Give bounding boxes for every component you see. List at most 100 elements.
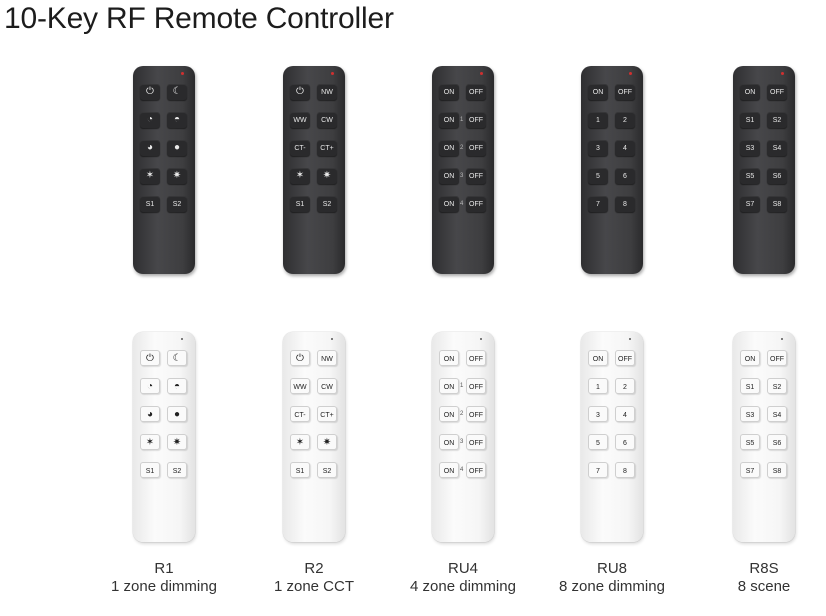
- s2-button[interactable]: S2: [167, 462, 187, 478]
- 1-button[interactable]: 1: [588, 378, 608, 394]
- dim-up-button[interactable]: ✷: [317, 168, 337, 184]
- three-quarter-brightness-button[interactable]: ◕: [140, 140, 160, 156]
- s1-button[interactable]: S1: [740, 112, 760, 128]
- 7-button[interactable]: 7: [588, 462, 608, 478]
- nw-button[interactable]: NW: [317, 350, 337, 366]
- on-button-zone-2[interactable]: ON: [439, 140, 459, 156]
- off-button-zone-3[interactable]: OFF: [466, 434, 486, 450]
- off-button[interactable]: OFF: [615, 350, 635, 366]
- power-button[interactable]: ⏻: [290, 84, 310, 100]
- on-button[interactable]: ON: [439, 84, 459, 100]
- s1-button[interactable]: S1: [290, 196, 310, 212]
- off-button-zone-2[interactable]: OFF: [466, 406, 486, 422]
- 1-button[interactable]: 1: [588, 112, 608, 128]
- dim-down-button[interactable]: ✶: [290, 434, 310, 450]
- ww-button[interactable]: WW: [290, 378, 310, 394]
- 7-button[interactable]: 7: [588, 196, 608, 212]
- dim-up-button[interactable]: ✷: [317, 434, 337, 450]
- s1-button[interactable]: S1: [740, 378, 760, 394]
- off-button[interactable]: OFF: [466, 350, 486, 366]
- s2-button[interactable]: S2: [767, 112, 787, 128]
- off-button-zone-1[interactable]: OFF: [466, 112, 486, 128]
- s8-button[interactable]: S8: [767, 462, 787, 478]
- off-button-zone-4[interactable]: OFF: [466, 462, 486, 478]
- three-quarter-brightness-button[interactable]: ◕: [140, 406, 160, 422]
- power-button[interactable]: ⏻: [140, 350, 160, 366]
- 6-button[interactable]: 6: [615, 434, 635, 450]
- dim-down-button[interactable]: ✶: [140, 434, 160, 450]
- s1-button[interactable]: S1: [140, 462, 160, 478]
- ctplus-button[interactable]: CT+: [317, 140, 337, 156]
- on-button[interactable]: ON: [740, 350, 760, 366]
- 6-button[interactable]: 6: [615, 168, 635, 184]
- s8-button[interactable]: S8: [767, 196, 787, 212]
- half-brightness-button[interactable]: ◓: [167, 378, 187, 394]
- dim-down-button[interactable]: ✶: [140, 168, 160, 184]
- s2-button[interactable]: S2: [317, 196, 337, 212]
- on-button-zone-1[interactable]: ON: [439, 378, 459, 394]
- on-button-zone-1[interactable]: ON: [439, 112, 459, 128]
- s2-button[interactable]: S2: [167, 196, 187, 212]
- s5-button[interactable]: S5: [740, 434, 760, 450]
- s4-button[interactable]: S4: [767, 140, 787, 156]
- s4-button[interactable]: S4: [767, 406, 787, 422]
- off-button[interactable]: OFF: [466, 84, 486, 100]
- s1-button[interactable]: S1: [290, 462, 310, 478]
- off-button-zone-3[interactable]: OFF: [466, 168, 486, 184]
- ww-button[interactable]: WW: [290, 112, 310, 128]
- cw-button[interactable]: CW: [317, 378, 337, 394]
- s7-button[interactable]: S7: [740, 462, 760, 478]
- on-button-zone-3[interactable]: ON: [439, 434, 459, 450]
- quarter-brightness-button[interactable]: ◔: [140, 112, 160, 128]
- s3-button[interactable]: S3: [740, 406, 760, 422]
- s3-button[interactable]: S3: [740, 140, 760, 156]
- on-button-zone-3[interactable]: ON: [439, 168, 459, 184]
- off-button-zone-2[interactable]: OFF: [466, 140, 486, 156]
- off-button[interactable]: OFF: [615, 84, 635, 100]
- ctminus-button[interactable]: CT-: [290, 140, 310, 156]
- on-button[interactable]: ON: [740, 84, 760, 100]
- off-button-zone-4[interactable]: OFF: [466, 196, 486, 212]
- night-mode-button[interactable]: ☾: [167, 350, 187, 366]
- dim-down-button[interactable]: ✶: [290, 168, 310, 184]
- night-mode-button[interactable]: ☾: [167, 84, 187, 100]
- on-button[interactable]: ON: [588, 84, 608, 100]
- 8-button[interactable]: 8: [615, 462, 635, 478]
- s5-button[interactable]: S5: [740, 168, 760, 184]
- s6-button[interactable]: S6: [767, 168, 787, 184]
- off-button[interactable]: OFF: [767, 350, 787, 366]
- full-brightness-button[interactable]: ●: [167, 406, 187, 422]
- 5-button[interactable]: 5: [588, 434, 608, 450]
- s2-button[interactable]: S2: [317, 462, 337, 478]
- 2-button[interactable]: 2: [615, 112, 635, 128]
- 5-button[interactable]: 5: [588, 168, 608, 184]
- 3-button[interactable]: 3: [588, 140, 608, 156]
- s2-button[interactable]: S2: [767, 378, 787, 394]
- 2-button[interactable]: 2: [615, 378, 635, 394]
- power-button[interactable]: ⏻: [290, 350, 310, 366]
- on-button-zone-2[interactable]: ON: [439, 406, 459, 422]
- 8-button[interactable]: 8: [615, 196, 635, 212]
- s1-button[interactable]: S1: [140, 196, 160, 212]
- on-button[interactable]: ON: [439, 350, 459, 366]
- off-button-zone-1[interactable]: OFF: [466, 378, 486, 394]
- nw-button[interactable]: NW: [317, 84, 337, 100]
- half-brightness-button[interactable]: ◓: [167, 112, 187, 128]
- dim-up-button[interactable]: ✷: [167, 168, 187, 184]
- s6-button[interactable]: S6: [767, 434, 787, 450]
- ctminus-button[interactable]: CT-: [290, 406, 310, 422]
- full-brightness-button[interactable]: ●: [167, 140, 187, 156]
- 3-button[interactable]: 3: [588, 406, 608, 422]
- cw-button[interactable]: CW: [317, 112, 337, 128]
- on-button-zone-4[interactable]: ON: [439, 196, 459, 212]
- ctplus-button[interactable]: CT+: [317, 406, 337, 422]
- on-button[interactable]: ON: [588, 350, 608, 366]
- s7-button[interactable]: S7: [740, 196, 760, 212]
- dim-up-button[interactable]: ✷: [167, 434, 187, 450]
- on-button-zone-4[interactable]: ON: [439, 462, 459, 478]
- quarter-brightness-button[interactable]: ◔: [140, 378, 160, 394]
- 4-button[interactable]: 4: [615, 140, 635, 156]
- off-button[interactable]: OFF: [767, 84, 787, 100]
- power-button[interactable]: ⏻: [140, 84, 160, 100]
- 4-button[interactable]: 4: [615, 406, 635, 422]
